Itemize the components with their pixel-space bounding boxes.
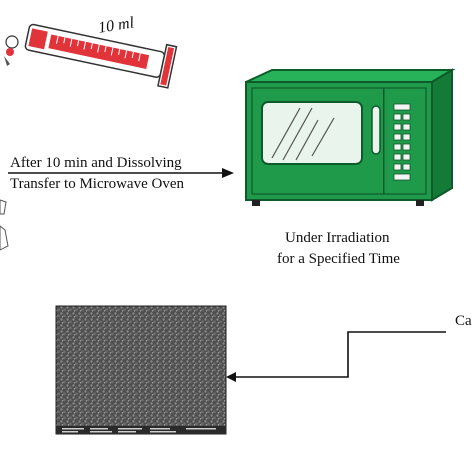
transfer-arrow bbox=[8, 168, 234, 178]
sem-image bbox=[55, 305, 227, 435]
irradiation-text-line1: Under Irradiation bbox=[285, 230, 390, 246]
cropped-label: Ca bbox=[455, 313, 472, 329]
step-text-line1: After 10 min and Dissolving bbox=[10, 155, 182, 171]
graduated-cylinder-icon bbox=[4, 23, 178, 89]
return-arrow bbox=[226, 331, 446, 382]
step-text-line2: Transfer to Microwave Oven bbox=[10, 176, 184, 192]
flask-icon bbox=[0, 199, 9, 251]
microwave-oven-icon bbox=[245, 68, 456, 206]
irradiation-text-line2: for a Specified Time bbox=[277, 251, 400, 267]
